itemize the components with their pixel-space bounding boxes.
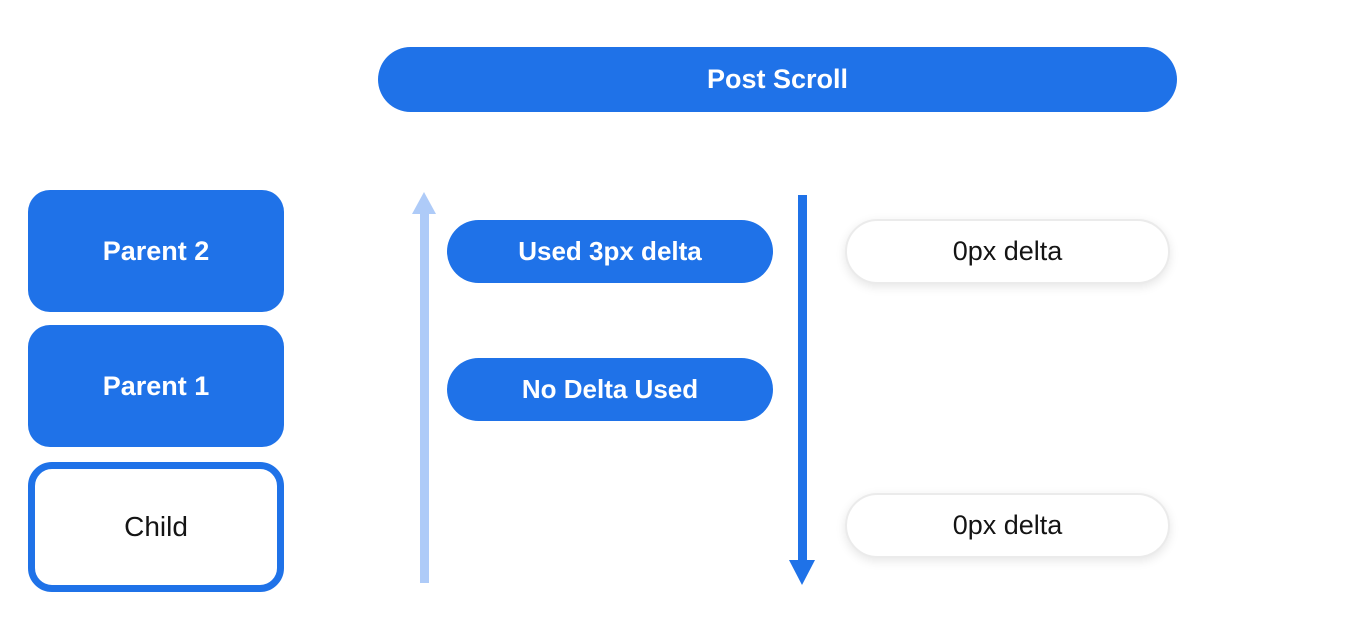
header-pill: Post Scroll [378, 47, 1177, 112]
arrow-down-shaft [798, 195, 807, 561]
arrow-up-shaft [420, 212, 429, 583]
parent-2-label: Parent 2 [102, 235, 210, 266]
zero-delta-bottom-label: 0px delta [952, 510, 1063, 540]
parent-1-box: Parent 1 [28, 325, 284, 447]
zero-delta-pill-bottom: 0px delta [845, 493, 1170, 558]
child-box: Child [28, 462, 284, 592]
parent-2-box: Parent 2 [28, 190, 284, 312]
header-label: Post Scroll [706, 64, 849, 94]
parent-1-label: Parent 1 [102, 370, 210, 401]
no-delta-pill: No Delta Used [447, 358, 773, 421]
arrow-up-icon [412, 192, 436, 214]
no-delta-label: No Delta Used [521, 374, 699, 404]
used-delta-pill: Used 3px delta [447, 220, 773, 283]
used-delta-label: Used 3px delta [518, 236, 702, 266]
zero-delta-pill-top: 0px delta [845, 219, 1170, 284]
zero-delta-top-label: 0px delta [952, 236, 1063, 266]
arrow-down-icon [789, 560, 815, 585]
child-label: Child [124, 511, 188, 542]
